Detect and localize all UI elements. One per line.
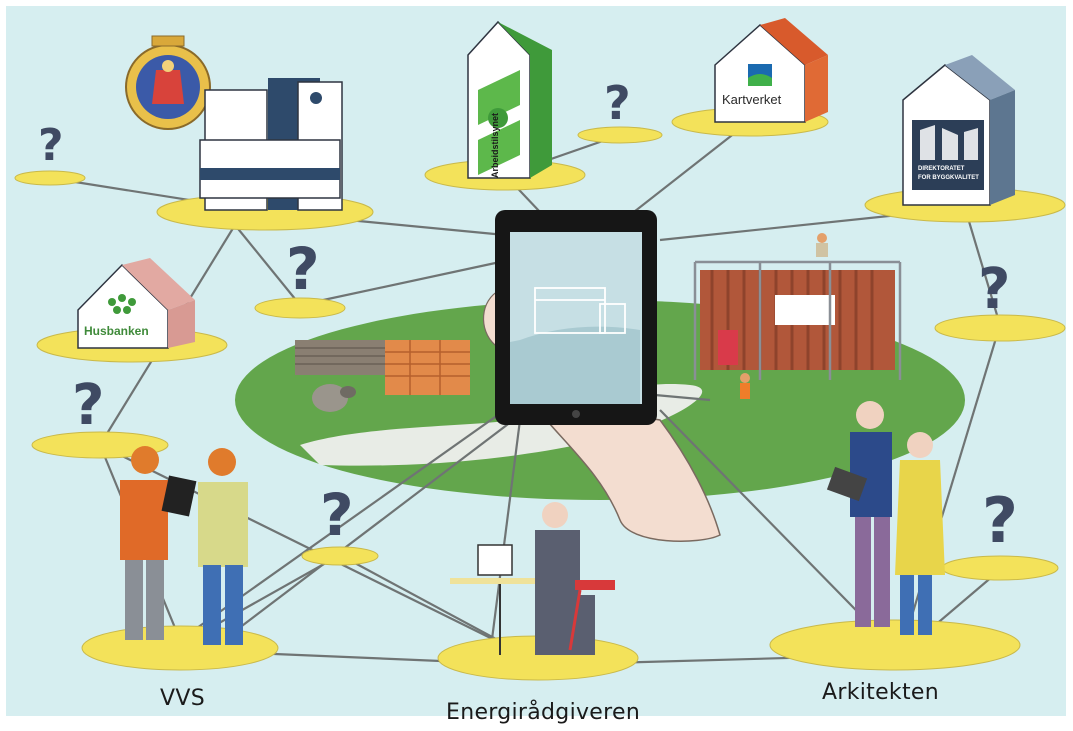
question-mark-icon: ? — [38, 120, 64, 171]
city-hall-building — [199, 78, 343, 211]
caption-energiradgiveren: Energirådgiveren — [446, 700, 641, 725]
arbeidstilsynet-label: Arbeidstilsynet — [490, 112, 500, 178]
kartverket-house — [714, 18, 828, 123]
building-materials — [295, 340, 470, 412]
tablet-icon — [495, 210, 657, 425]
question-mark-icon: ? — [72, 373, 105, 438]
kartverket-label: Kartverket — [722, 92, 782, 107]
oslo-coat-of-arms-icon — [125, 35, 211, 130]
question-mark-icon: ? — [320, 481, 354, 549]
house-under-construction — [693, 233, 902, 399]
question-mark-icon: ? — [978, 257, 1011, 322]
question-mark-icon: ? — [286, 235, 320, 303]
dibk-house — [902, 55, 1015, 206]
caption-vvs: VVS — [160, 686, 205, 711]
architects — [826, 401, 945, 635]
arbeidstilsynet-house — [467, 20, 552, 179]
question-mark-icon: ? — [982, 484, 1018, 557]
caption-arkitekten: Arkitekten — [822, 680, 939, 705]
dibk-label-line2: FOR BYGGKVALITET — [918, 175, 979, 181]
dibk-label-line1: DIREKTORATET — [918, 166, 965, 172]
question-mark-icon: ? — [604, 76, 631, 130]
husbanken-house — [77, 258, 195, 349]
energy-advisor — [450, 502, 615, 655]
vvs-workers — [120, 446, 248, 645]
husbanken-label: Husbanken — [84, 324, 149, 338]
